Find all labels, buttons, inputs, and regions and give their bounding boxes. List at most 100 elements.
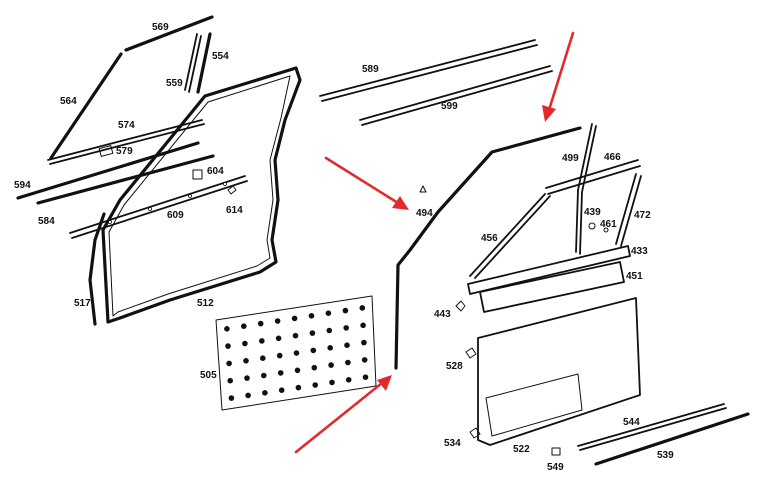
perforation-hole <box>293 350 300 356</box>
perforation-hole <box>326 327 333 334</box>
part-534 <box>469 427 481 439</box>
label-517: 517 <box>74 298 91 309</box>
arrow-left <box>324 156 409 210</box>
part-466 <box>545 159 641 195</box>
perforation-hole <box>311 364 318 371</box>
perforation-hole <box>243 358 249 364</box>
perforation-hole <box>327 345 334 351</box>
label-494: 494 <box>416 208 433 219</box>
perforation-hole <box>277 370 284 376</box>
part-461 <box>603 227 609 233</box>
label-549: 549 <box>547 462 564 473</box>
label-528: 528 <box>446 361 463 372</box>
label-604: 604 <box>207 166 224 177</box>
part-609-hole <box>188 194 192 198</box>
label-579: 579 <box>116 146 133 157</box>
perforation-hole <box>259 338 265 344</box>
label-599: 599 <box>441 101 458 112</box>
label-584: 584 <box>38 216 55 227</box>
part-522 <box>477 297 641 446</box>
label-443: 443 <box>434 309 451 320</box>
part-604 <box>192 169 203 180</box>
perforation-hole <box>257 320 264 327</box>
part-528 <box>465 347 477 359</box>
perforation-hole <box>244 375 250 381</box>
part-451 <box>479 261 625 313</box>
perforation-hole <box>227 377 233 384</box>
label-564: 564 <box>60 96 77 107</box>
part-564 <box>49 52 123 160</box>
label-451: 451 <box>626 271 643 282</box>
perforation-hole <box>362 374 369 381</box>
label-544: 544 <box>623 417 640 428</box>
part-574 <box>47 119 205 165</box>
part-589 <box>319 39 538 102</box>
label-456: 456 <box>481 233 498 244</box>
part-609-hole <box>223 182 227 186</box>
perforation-hole <box>291 315 298 322</box>
label-569: 569 <box>152 22 169 33</box>
part-609-hole <box>148 207 152 211</box>
label-461: 461 <box>600 219 617 230</box>
perforation-hole <box>262 390 268 396</box>
label-433: 433 <box>631 246 648 257</box>
perforation-hole <box>342 307 349 314</box>
part-614 <box>227 185 237 195</box>
perforation-hole <box>226 360 232 367</box>
part-544 <box>577 403 727 451</box>
perforation-hole <box>361 357 368 363</box>
perforation-hole <box>274 318 281 324</box>
arrow-top <box>542 31 575 122</box>
perforation-hole <box>360 322 366 329</box>
perforation-hole <box>308 313 315 319</box>
part-456 <box>469 193 551 279</box>
perforation-hole <box>260 355 266 362</box>
perforation-hole <box>312 382 319 388</box>
part-505 <box>215 295 377 411</box>
perforation-hole <box>345 377 352 383</box>
perforation-hole <box>329 379 335 386</box>
part-549 <box>551 447 561 456</box>
part-512-inner <box>108 75 291 317</box>
perforation-hole <box>225 343 231 349</box>
arrow-bottom <box>294 375 392 454</box>
part-494 <box>394 126 582 370</box>
part-569 <box>124 15 214 52</box>
label-539: 539 <box>657 450 674 461</box>
label-512: 512 <box>197 298 214 309</box>
perforation-hole <box>278 387 285 394</box>
part-433 <box>467 245 631 295</box>
part-522-pocket <box>485 373 583 437</box>
perforation-hole <box>361 339 367 346</box>
perforation-hole <box>228 395 235 401</box>
perforation-hole <box>294 367 301 374</box>
part-594 <box>16 141 200 200</box>
perforation-hole <box>345 359 351 366</box>
label-534: 534 <box>444 438 461 449</box>
perforation-hole <box>325 310 332 317</box>
perforation-hole <box>242 340 248 347</box>
part-609-hole <box>108 220 112 224</box>
label-559: 559 <box>166 78 183 89</box>
perforation-hole <box>295 384 302 391</box>
perforation-hole <box>261 372 267 379</box>
perforation-hole <box>310 347 317 354</box>
part-559 <box>184 33 202 93</box>
part-599 <box>359 65 553 126</box>
perforation-hole <box>344 342 350 349</box>
perforation-hole <box>224 326 230 332</box>
part-499 <box>575 123 597 255</box>
part-443 <box>455 300 466 312</box>
part-494-clip <box>419 185 427 193</box>
part-579 <box>98 145 114 157</box>
part-554 <box>196 32 212 94</box>
perforation-hole <box>241 323 247 330</box>
label-522: 522 <box>513 444 530 455</box>
part-539 <box>594 412 750 466</box>
label-499: 499 <box>562 153 579 164</box>
perforation-hole <box>275 335 282 342</box>
label-614: 614 <box>226 205 243 216</box>
label-609: 609 <box>167 210 184 221</box>
